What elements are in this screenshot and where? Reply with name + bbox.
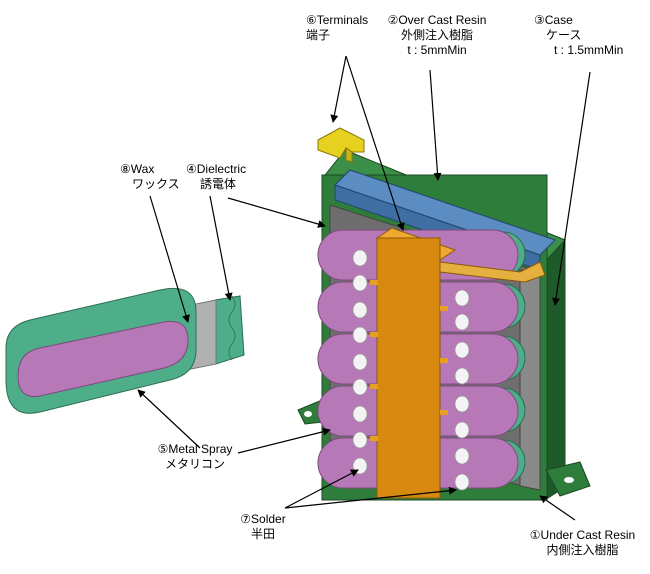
label-under-cast-resin-ja: 内側注入樹脂	[546, 543, 619, 557]
label-over-cast-resin-en: ②Over Cast Resin	[387, 13, 487, 27]
label-terminals-en: ⑥Terminals	[306, 13, 369, 27]
label-metal-spray-ja: メタリコン	[164, 457, 225, 471]
element-cutaway	[5, 287, 245, 414]
label-case-en: ③Case	[534, 13, 573, 27]
label-solder: ⑦Solder 半田	[228, 512, 298, 542]
leader-arrows	[137, 55, 591, 521]
label-over-cast-resin-ja: 外側注入樹脂	[400, 28, 473, 42]
label-under-cast-resin: ①Under Cast Resin 内側注入樹脂	[520, 528, 645, 558]
label-dielectric-en: ④Dielectric	[186, 162, 247, 176]
label-case: ③Case ケース t : 1.5mmMin	[534, 13, 623, 58]
label-case-ja: ケース	[546, 28, 582, 42]
label-metal-spray-en: ⑤Metal Spray	[157, 442, 233, 456]
label-terminals-ja: 端子	[306, 28, 331, 42]
solder-points-left	[352, 249, 368, 475]
label-metal-spray: ⑤Metal Spray メタリコン	[140, 442, 250, 472]
label-wax: ⑧Wax ワックス	[120, 162, 180, 192]
label-case-spec: t : 1.5mmMin	[554, 43, 624, 57]
solder-points-right	[454, 289, 470, 491]
label-terminals: ⑥Terminals 端子	[306, 13, 368, 43]
label-wax-en: ⑧Wax	[120, 162, 155, 176]
label-wax-ja: ワックス	[132, 177, 180, 191]
label-under-cast-resin-en: ①Under Cast Resin	[529, 528, 636, 542]
label-over-cast-resin-spec: t : 5mmMin	[407, 43, 467, 57]
label-dielectric-ja: 誘電体	[200, 177, 237, 191]
label-over-cast-resin: ②Over Cast Resin 外側注入樹脂 t : 5mmMin	[382, 13, 492, 58]
label-solder-en: ⑦Solder	[240, 512, 286, 526]
terminal-strip	[370, 227, 546, 499]
terminal-lug	[317, 127, 365, 163]
label-dielectric: ④Dielectric 誘電体	[186, 162, 246, 192]
label-solder-ja: 半田	[250, 527, 275, 541]
